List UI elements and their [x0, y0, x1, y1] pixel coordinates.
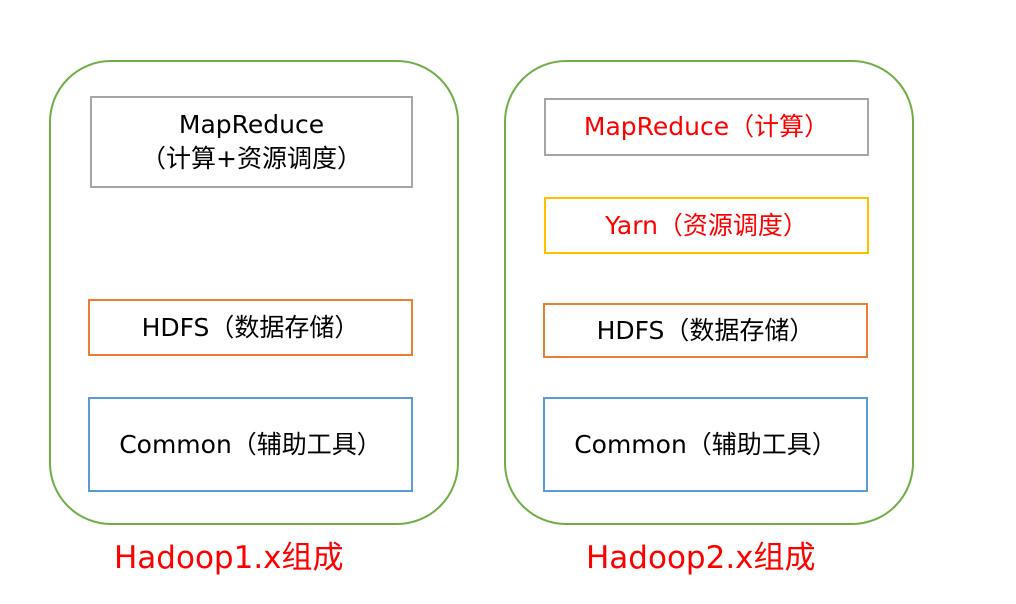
hadoop1-hdfs-label: HDFS（数据存储）	[141, 312, 360, 342]
hadoop1-mapreduce-title: MapReduce	[178, 110, 325, 139]
hadoop2-hdfs-label: HDFS（数据存储）	[596, 315, 815, 345]
hadoop1-caption: Hadoop1.x组成	[114, 540, 344, 576]
hadoop1-hdfs-box: HDFS（数据存储）	[88, 299, 413, 356]
hadoop2-caption: Hadoop2.x组成	[586, 540, 816, 576]
hadoop2-hdfs-box: HDFS（数据存储）	[543, 303, 868, 358]
hadoop1-common-label: Common（辅助工具）	[119, 429, 382, 459]
hadoop1-mapreduce-box: MapReduce （计算+资源调度）	[90, 96, 413, 188]
hadoop2-yarn-box: Yarn（资源调度）	[544, 197, 869, 254]
hadoop2-common-box: Common（辅助工具）	[543, 397, 868, 492]
hadoop2-group	[504, 60, 914, 525]
hadoop1-mapreduce-desc: （计算+资源调度）	[141, 144, 362, 173]
hadoop2-mapreduce-box: MapReduce（计算）	[544, 98, 869, 156]
hadoop2-yarn-label: Yarn（资源调度）	[605, 210, 808, 240]
hadoop2-common-label: Common（辅助工具）	[574, 429, 837, 459]
hadoop2-mapreduce-label: MapReduce（计算）	[583, 112, 830, 141]
hadoop1-group	[49, 60, 459, 525]
hadoop1-common-box: Common（辅助工具）	[88, 397, 413, 492]
